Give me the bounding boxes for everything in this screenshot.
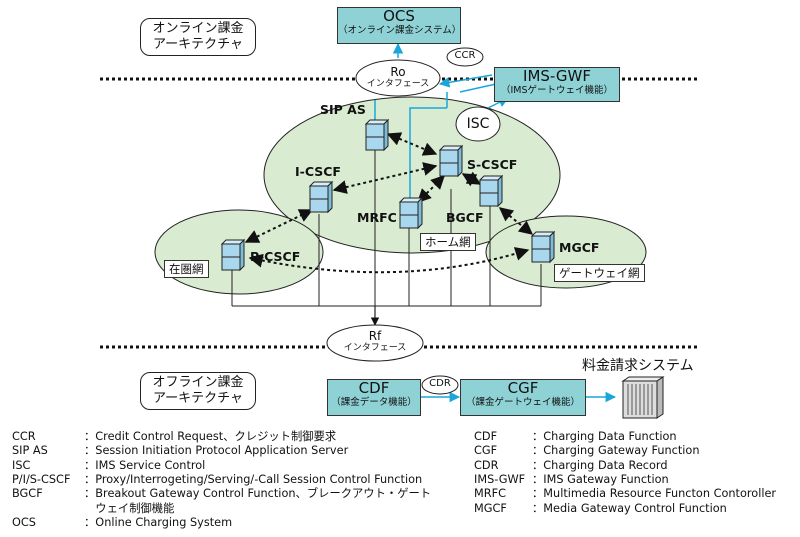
rf-name: Rf bbox=[368, 329, 382, 343]
isc-bubble bbox=[455, 106, 501, 142]
legend-abbr: CCR bbox=[12, 430, 36, 443]
home-network-label: ホーム網 bbox=[420, 233, 476, 251]
legend-abbr: CDF bbox=[474, 430, 498, 443]
pcscf-icscf-signal bbox=[244, 209, 314, 243]
imsgwf-to-ro-line bbox=[438, 74, 493, 88]
online-title-line2: アーキテクチャ bbox=[152, 37, 244, 52]
legend-abbr: CGF bbox=[474, 444, 498, 458]
legend-abbr: MGCF bbox=[474, 501, 507, 515]
ocs-box: OCS （オンライン課金システム） bbox=[337, 7, 461, 44]
ims-gwf-name: IMS-GWF bbox=[523, 67, 591, 85]
bgcf-label: BGCF bbox=[446, 210, 484, 225]
s-cscf-label: S-CSCF bbox=[467, 157, 518, 172]
ocs-sub: （オンライン課金システム） bbox=[338, 25, 462, 36]
sip-as-label: SIP AS bbox=[320, 102, 366, 117]
billing-server-icon bbox=[621, 376, 665, 419]
p-cscf-label: P-CSCF bbox=[250, 249, 301, 264]
cgf-box: CGF （課金ゲートウェイ機能） bbox=[460, 379, 586, 416]
legend-desc: ウェイ制御機能 bbox=[84, 501, 175, 515]
ccr-bubble bbox=[446, 47, 484, 67]
i-cscf-node-icon bbox=[309, 181, 333, 213]
legend-abbr: CDR bbox=[474, 458, 499, 472]
isc-label: ISC bbox=[466, 116, 490, 132]
mgcf-label: MGCF bbox=[559, 240, 600, 255]
ims-gwf-sub: （IMSゲートウェイ機能） bbox=[500, 85, 614, 96]
legend-desc: ：IMS Gateway Function bbox=[532, 472, 669, 486]
cdr-label: CDR bbox=[429, 378, 451, 389]
cdf-sub: （課金データ機能） bbox=[331, 397, 417, 408]
pcscf-mgcf-signal bbox=[248, 247, 530, 274]
bgcf-node-icon bbox=[479, 175, 503, 207]
mgcf-node-icon bbox=[531, 231, 555, 263]
legend-abbr: MRFC bbox=[474, 487, 506, 501]
legend-desc: ：Credit Control Request、クレジット制御要求 bbox=[84, 430, 337, 443]
cgf-name: CGF bbox=[507, 379, 539, 397]
rf-interface-label: Rf インタフェース bbox=[335, 330, 415, 354]
legend-desc: ：Breakout Gateway Control Function、ブレークア… bbox=[84, 487, 432, 501]
legend-abbr: SIP AS bbox=[12, 444, 48, 458]
sipas-scscf-signal bbox=[386, 132, 438, 156]
offline-title-line1: オフライン課金 bbox=[152, 375, 244, 390]
bgcf-mgcf-signal bbox=[498, 207, 534, 235]
offline-title-line2: アーキテクチャ bbox=[152, 391, 244, 406]
ocs-name: OCS bbox=[383, 7, 415, 25]
legend-desc: ：Charging Data Record bbox=[532, 458, 668, 472]
legend-desc: ：Charging Data Function bbox=[532, 430, 677, 443]
cdf-name: CDF bbox=[358, 379, 390, 397]
legend-abbr: IMS-GWF bbox=[474, 472, 526, 486]
offline-charging-title: オフライン課金 アーキテクチャ bbox=[140, 372, 256, 410]
ccr-label: CCR bbox=[454, 50, 476, 61]
gateway-network-label: ゲートウェイ網 bbox=[554, 264, 645, 282]
mrfc-node-icon bbox=[399, 197, 423, 229]
billing-system-label: 料金請求システム bbox=[582, 358, 694, 374]
legend-abbr: P/I/S-CSCF bbox=[12, 472, 71, 486]
cdr-bubble bbox=[421, 375, 459, 395]
legend-desc: ：Session Initiation Protocol Application… bbox=[84, 444, 349, 458]
legend-desc: ：Charging Gateway Function bbox=[532, 444, 700, 458]
ims-gwf-box: IMS-GWF （IMSゲートウェイ機能） bbox=[494, 67, 620, 102]
s-cscf-node-icon bbox=[439, 145, 463, 177]
legend-desc: ：Proxy/Interrogeting/Serving/-Call Sessi… bbox=[84, 472, 423, 486]
cdf-box: CDF （課金データ機能） bbox=[327, 379, 421, 416]
i-cscf-label: I-CSCF bbox=[295, 164, 341, 179]
sip-as-node-icon bbox=[365, 119, 389, 151]
rf-sub: インタフェース bbox=[343, 343, 407, 353]
legend-abbr: BGCF bbox=[12, 487, 43, 501]
legend-abbr: OCS bbox=[12, 515, 36, 529]
legend-abbr: ISC bbox=[12, 458, 31, 472]
ro-interface-label: Ro インタフェース bbox=[358, 66, 438, 90]
cgf-sub: （課金ゲートウェイ機能） bbox=[465, 397, 580, 408]
p-cscf-node-icon bbox=[221, 239, 245, 271]
ro-sub: インタフェース bbox=[366, 79, 430, 89]
ro-interface bbox=[355, 59, 441, 97]
legend-desc: ：Online Charging System bbox=[84, 515, 233, 529]
legend-desc: ：Multimedia Resource Functon Contoroller bbox=[532, 487, 777, 501]
visited-network-label: 在圏網 bbox=[164, 260, 209, 278]
ro-name: Ro bbox=[390, 65, 406, 79]
online-title-line1: オンライン課金 bbox=[152, 21, 244, 36]
mrfc-label: MRFC bbox=[357, 210, 397, 225]
online-charging-title: オンライン課金 アーキテクチャ bbox=[140, 18, 256, 56]
rf-interface bbox=[326, 324, 424, 362]
legend-desc: ：Media Gateway Control Function bbox=[532, 501, 727, 515]
legend-desc: ：IMS Service Control bbox=[84, 458, 206, 472]
ccr-to-imsgwf-line bbox=[459, 83, 497, 93]
